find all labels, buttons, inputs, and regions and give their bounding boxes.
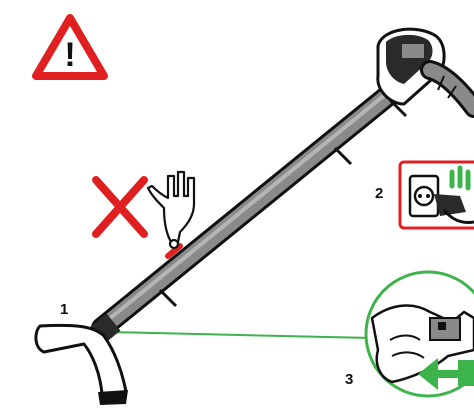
plug-icon [408,165,474,224]
detail-circle [364,270,474,398]
connector-line [107,331,373,339]
warning-symbol: ! [64,36,75,74]
prohibited-x-icon [92,176,148,238]
arrow-icon [418,358,474,390]
step-number-1: 1 [60,301,69,318]
warning-triangle-icon: ! [32,14,108,80]
release-button [165,243,183,259]
hand-icon [146,170,196,250]
floor-nozzle [34,323,128,405]
step-number-3: 3 [345,371,354,388]
step-number-2: 2 [375,185,384,202]
wand [89,65,423,345]
hose-handle [376,27,474,118]
unplug-box [398,160,474,230]
